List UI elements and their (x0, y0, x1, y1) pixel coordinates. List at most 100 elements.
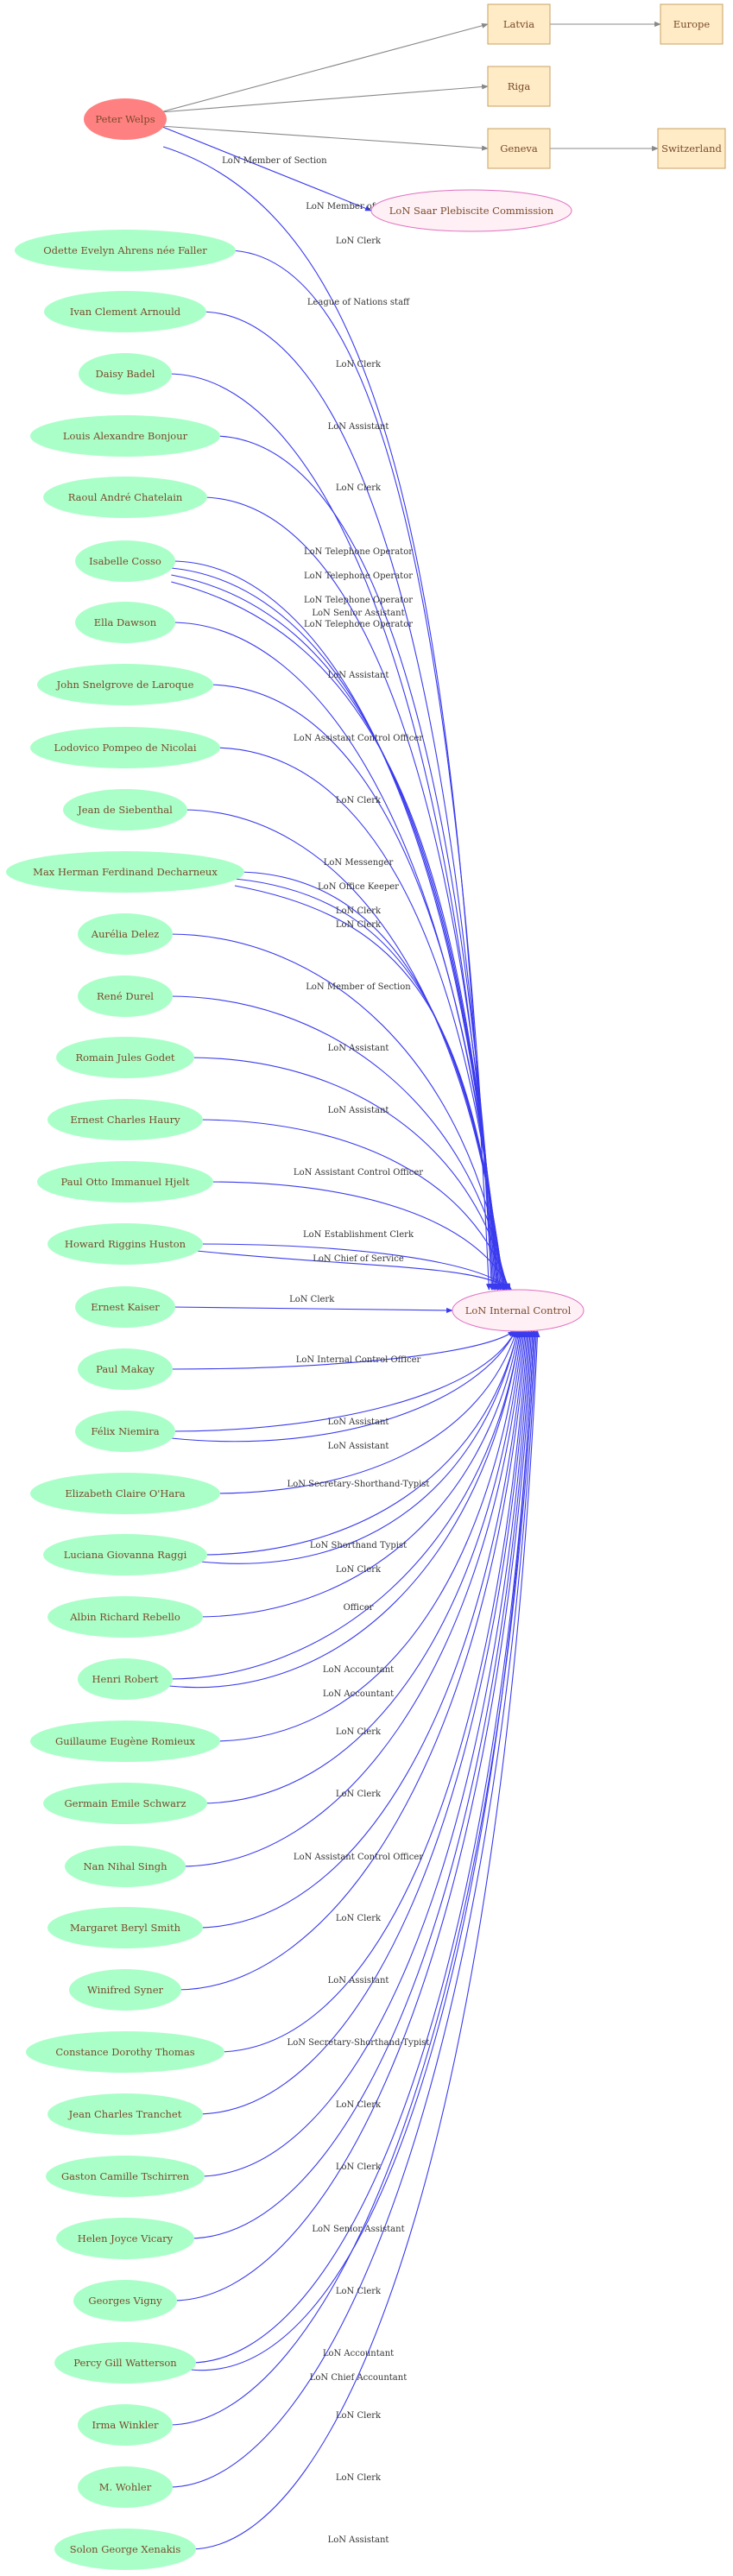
staff-node-paul-makay-shape (78, 1348, 173, 1390)
edge-ernest-kaiser-to-lic (171, 1306, 453, 1313)
staff-node-solon-george-xenakis-shape (54, 2529, 196, 2570)
edge-luciana-giovanna-raggi-to-lic (200, 1330, 520, 1564)
staff-node-aurelia-delez[interactable]: Aurélia Delez (78, 913, 173, 955)
staff-node-percy-gill-watterson-shape (54, 2342, 196, 2383)
org-node-saar-shape (370, 189, 572, 232)
staff-node-odette-evelyn-ahrens-nee-faller[interactable]: Odette Evelyn Ahrens née Faller (15, 230, 236, 271)
staff-node-max-herman-ferdinand-decharneux-label: Max Herman Ferdinand Decharneux (33, 866, 218, 878)
staff-node-germain-emile-schwarz[interactable]: Germain Emile Schwarz (43, 1783, 207, 1824)
staff-node-john-snelgrove-de-laroque[interactable]: John Snelgrove de Laroque (37, 664, 213, 705)
staff-node-percy-gill-watterson[interactable]: Percy Gill Watterson (54, 2342, 196, 2383)
staff-node-helen-joyce-vicary[interactable]: Helen Joyce Vicary (56, 2218, 194, 2259)
staff-node-louis-alexandre-bonjour-label: Louis Alexandre Bonjour (63, 430, 188, 442)
staff-node-irma-winkler[interactable]: Irma Winkler (78, 2404, 173, 2446)
staff-node-guillaume-eugene-romieux[interactable]: Guillaume Eugène Romieux (30, 1720, 220, 1762)
edge-jean-charles-tranchet-to-lic (196, 1330, 532, 2115)
staff-node-nan-nihal-singh[interactable]: Nan Nihal Singh (65, 1846, 186, 1887)
edge-label: LoN Clerk (336, 2100, 382, 2110)
staff-node-felix-niemira-shape (75, 1411, 175, 1452)
staff-node-henri-robert[interactable]: Henri Robert (78, 1658, 173, 1700)
staff-node-romain-jules-godet[interactable]: Romain Jules Godet (56, 1037, 194, 1078)
edge-paul-makay-to-lic (168, 1330, 515, 1370)
place-node-switzerland[interactable]: Switzerland (657, 128, 726, 169)
staff-node-isabelle-cosso[interactable]: Isabelle Cosso (75, 540, 175, 582)
staff-node-jean-charles-tranchet[interactable]: Jean Charles Tranchet (47, 2093, 203, 2135)
staff-node-aurelia-delez-label: Aurélia Delez (91, 928, 159, 940)
staff-node-gaston-camille-tschirren-label: Gaston Camille Tschirren (61, 2170, 190, 2182)
staff-node-ernest-charles-haury[interactable]: Ernest Charles Haury (47, 1099, 203, 1140)
edge-peter-to-saar (160, 125, 372, 212)
staff-node-louis-alexandre-bonjour[interactable]: Louis Alexandre Bonjour (30, 415, 220, 457)
staff-node-rene-durel-shape (78, 975, 173, 1017)
staff-node-elizabeth-claire-o-hara[interactable]: Elizabeth Claire O'Hara (30, 1473, 220, 1514)
staff-node-ella-dawson[interactable]: Ella Dawson (75, 602, 175, 643)
edge-louis-alexandre-bonjour-to-lic (212, 435, 498, 1291)
org-node-lic[interactable]: LoN Internal Control (452, 1289, 585, 1332)
edge-max-herman-ferdinand-decharneux-to-lic (234, 885, 506, 1291)
edge-label: LoN Shorthand Typist (310, 1541, 407, 1550)
staff-node-solon-george-xenakis[interactable]: Solon George Xenakis (54, 2529, 196, 2570)
staff-node-raoul-andre-chatelain[interactable]: Raoul André Chatelain (43, 477, 207, 518)
place-node-europe-shape (660, 3, 724, 45)
edge-label: LoN Clerk (336, 360, 382, 369)
place-node-latvia[interactable]: Latvia (487, 3, 551, 45)
staff-node-georges-vigny[interactable]: Georges Vigny (73, 2280, 177, 2321)
place-node-geneva-label: Geneva (500, 142, 538, 155)
person-node-peter-welps[interactable]: Peter Welps (84, 98, 167, 140)
staff-node-daisy-badel[interactable]: Daisy Badel (79, 353, 172, 395)
staff-node-jean-de-siebenthal-shape (63, 789, 187, 830)
staff-node-felix-niemira-label: Félix Niemira (91, 1425, 159, 1437)
edge-label: LoN Clerk (336, 2473, 382, 2483)
staff-node-odette-evelyn-ahrens-nee-faller-label: Odette Evelyn Ahrens née Faller (43, 244, 207, 256)
edge-georges-vigny-to-lic (173, 1330, 535, 2301)
edge-label: LoN Accountant (323, 1689, 394, 1699)
staff-node-jean-de-siebenthal[interactable]: Jean de Siebenthal (63, 789, 187, 830)
edge-winifred-syner-to-lic (176, 1330, 529, 1991)
edge-john-snelgrove-de-laroque-to-lic (205, 684, 502, 1291)
place-node-switzerland-shape (657, 128, 726, 169)
staff-node-luciana-giovanna-raggi[interactable]: Luciana Giovanna Raggi (43, 1534, 207, 1575)
staff-node-m-wohler[interactable]: M. Wohler (78, 2466, 173, 2508)
staff-node-paul-otto-immanuel-hjelt[interactable]: Paul Otto Immanuel Hjelt (37, 1161, 213, 1203)
edge-label: Officer (344, 1603, 374, 1613)
edge-albin-richard-rebello-to-lic (196, 1330, 521, 1618)
staff-node-ivan-clement-arnould-label: Ivan Clement Arnould (70, 306, 181, 318)
staff-node-jean-charles-tranchet-label: Jean Charles Tranchet (68, 2108, 182, 2120)
org-node-lic-shape (452, 1289, 585, 1332)
edges-layer (160, 21, 661, 2550)
edge-label: LoN Telephone Operator (304, 596, 413, 605)
org-node-saar-label: LoN Saar Plebiscite Commission (389, 205, 554, 217)
staff-node-winifred-syner[interactable]: Winifred Syner (69, 1969, 181, 2011)
edge-label: LoN Clerk (336, 1565, 382, 1575)
org-node-saar[interactable]: LoN Saar Plebiscite Commission (370, 189, 572, 232)
staff-node-gaston-camille-tschirren[interactable]: Gaston Camille Tschirren (46, 2156, 205, 2197)
place-node-geneva-shape (487, 128, 551, 169)
staff-node-ivan-clement-arnould[interactable]: Ivan Clement Arnould (44, 291, 206, 332)
edge-percy-gill-watterson-to-lic (190, 1330, 537, 2364)
staff-node-constance-dorothy-thomas[interactable]: Constance Dorothy Thomas (26, 2031, 224, 2073)
staff-node-georges-vigny-label: Georges Vigny (88, 2295, 162, 2307)
place-node-europe-label: Europe (673, 18, 711, 30)
staff-node-rene-durel[interactable]: René Durel (78, 975, 173, 1017)
staff-node-paul-makay[interactable]: Paul Makay (78, 1348, 173, 1390)
staff-node-lodovico-pompeo-de-nicolai[interactable]: Lodovico Pompeo de Nicolai (30, 727, 220, 768)
edge-label: LoN Internal Control Officer (296, 1355, 421, 1365)
staff-node-felix-niemira[interactable]: Félix Niemira (75, 1411, 175, 1452)
staff-node-rene-durel-label: René Durel (97, 990, 154, 1002)
place-node-geneva[interactable]: Geneva (487, 128, 551, 169)
staff-node-elizabeth-claire-o-hara-label: Elizabeth Claire O'Hara (65, 1487, 185, 1500)
staff-node-howard-riggins-huston[interactable]: Howard Riggins Huston (47, 1223, 203, 1265)
edge-label: LoN Assistant (328, 2535, 389, 2545)
place-node-europe[interactable]: Europe (660, 3, 724, 45)
staff-node-ernest-kaiser[interactable]: Ernest Kaiser (75, 1286, 175, 1328)
staff-node-isabelle-cosso-shape (75, 540, 175, 582)
staff-node-albin-richard-rebello[interactable]: Albin Richard Rebello (47, 1596, 203, 1638)
staff-node-nan-nihal-singh-shape (65, 1846, 186, 1887)
staff-node-helen-joyce-vicary-shape (56, 2218, 194, 2259)
staff-node-guillaume-eugene-romieux-shape (30, 1720, 220, 1762)
place-node-riga[interactable]: Riga (487, 66, 551, 107)
staff-node-margaret-beryl-smith[interactable]: Margaret Beryl Smith (47, 1907, 203, 1948)
staff-node-max-herman-ferdinand-decharneux[interactable]: Max Herman Ferdinand Decharneux (6, 851, 244, 893)
staff-node-isabelle-cosso-label: Isabelle Cosso (89, 555, 161, 567)
